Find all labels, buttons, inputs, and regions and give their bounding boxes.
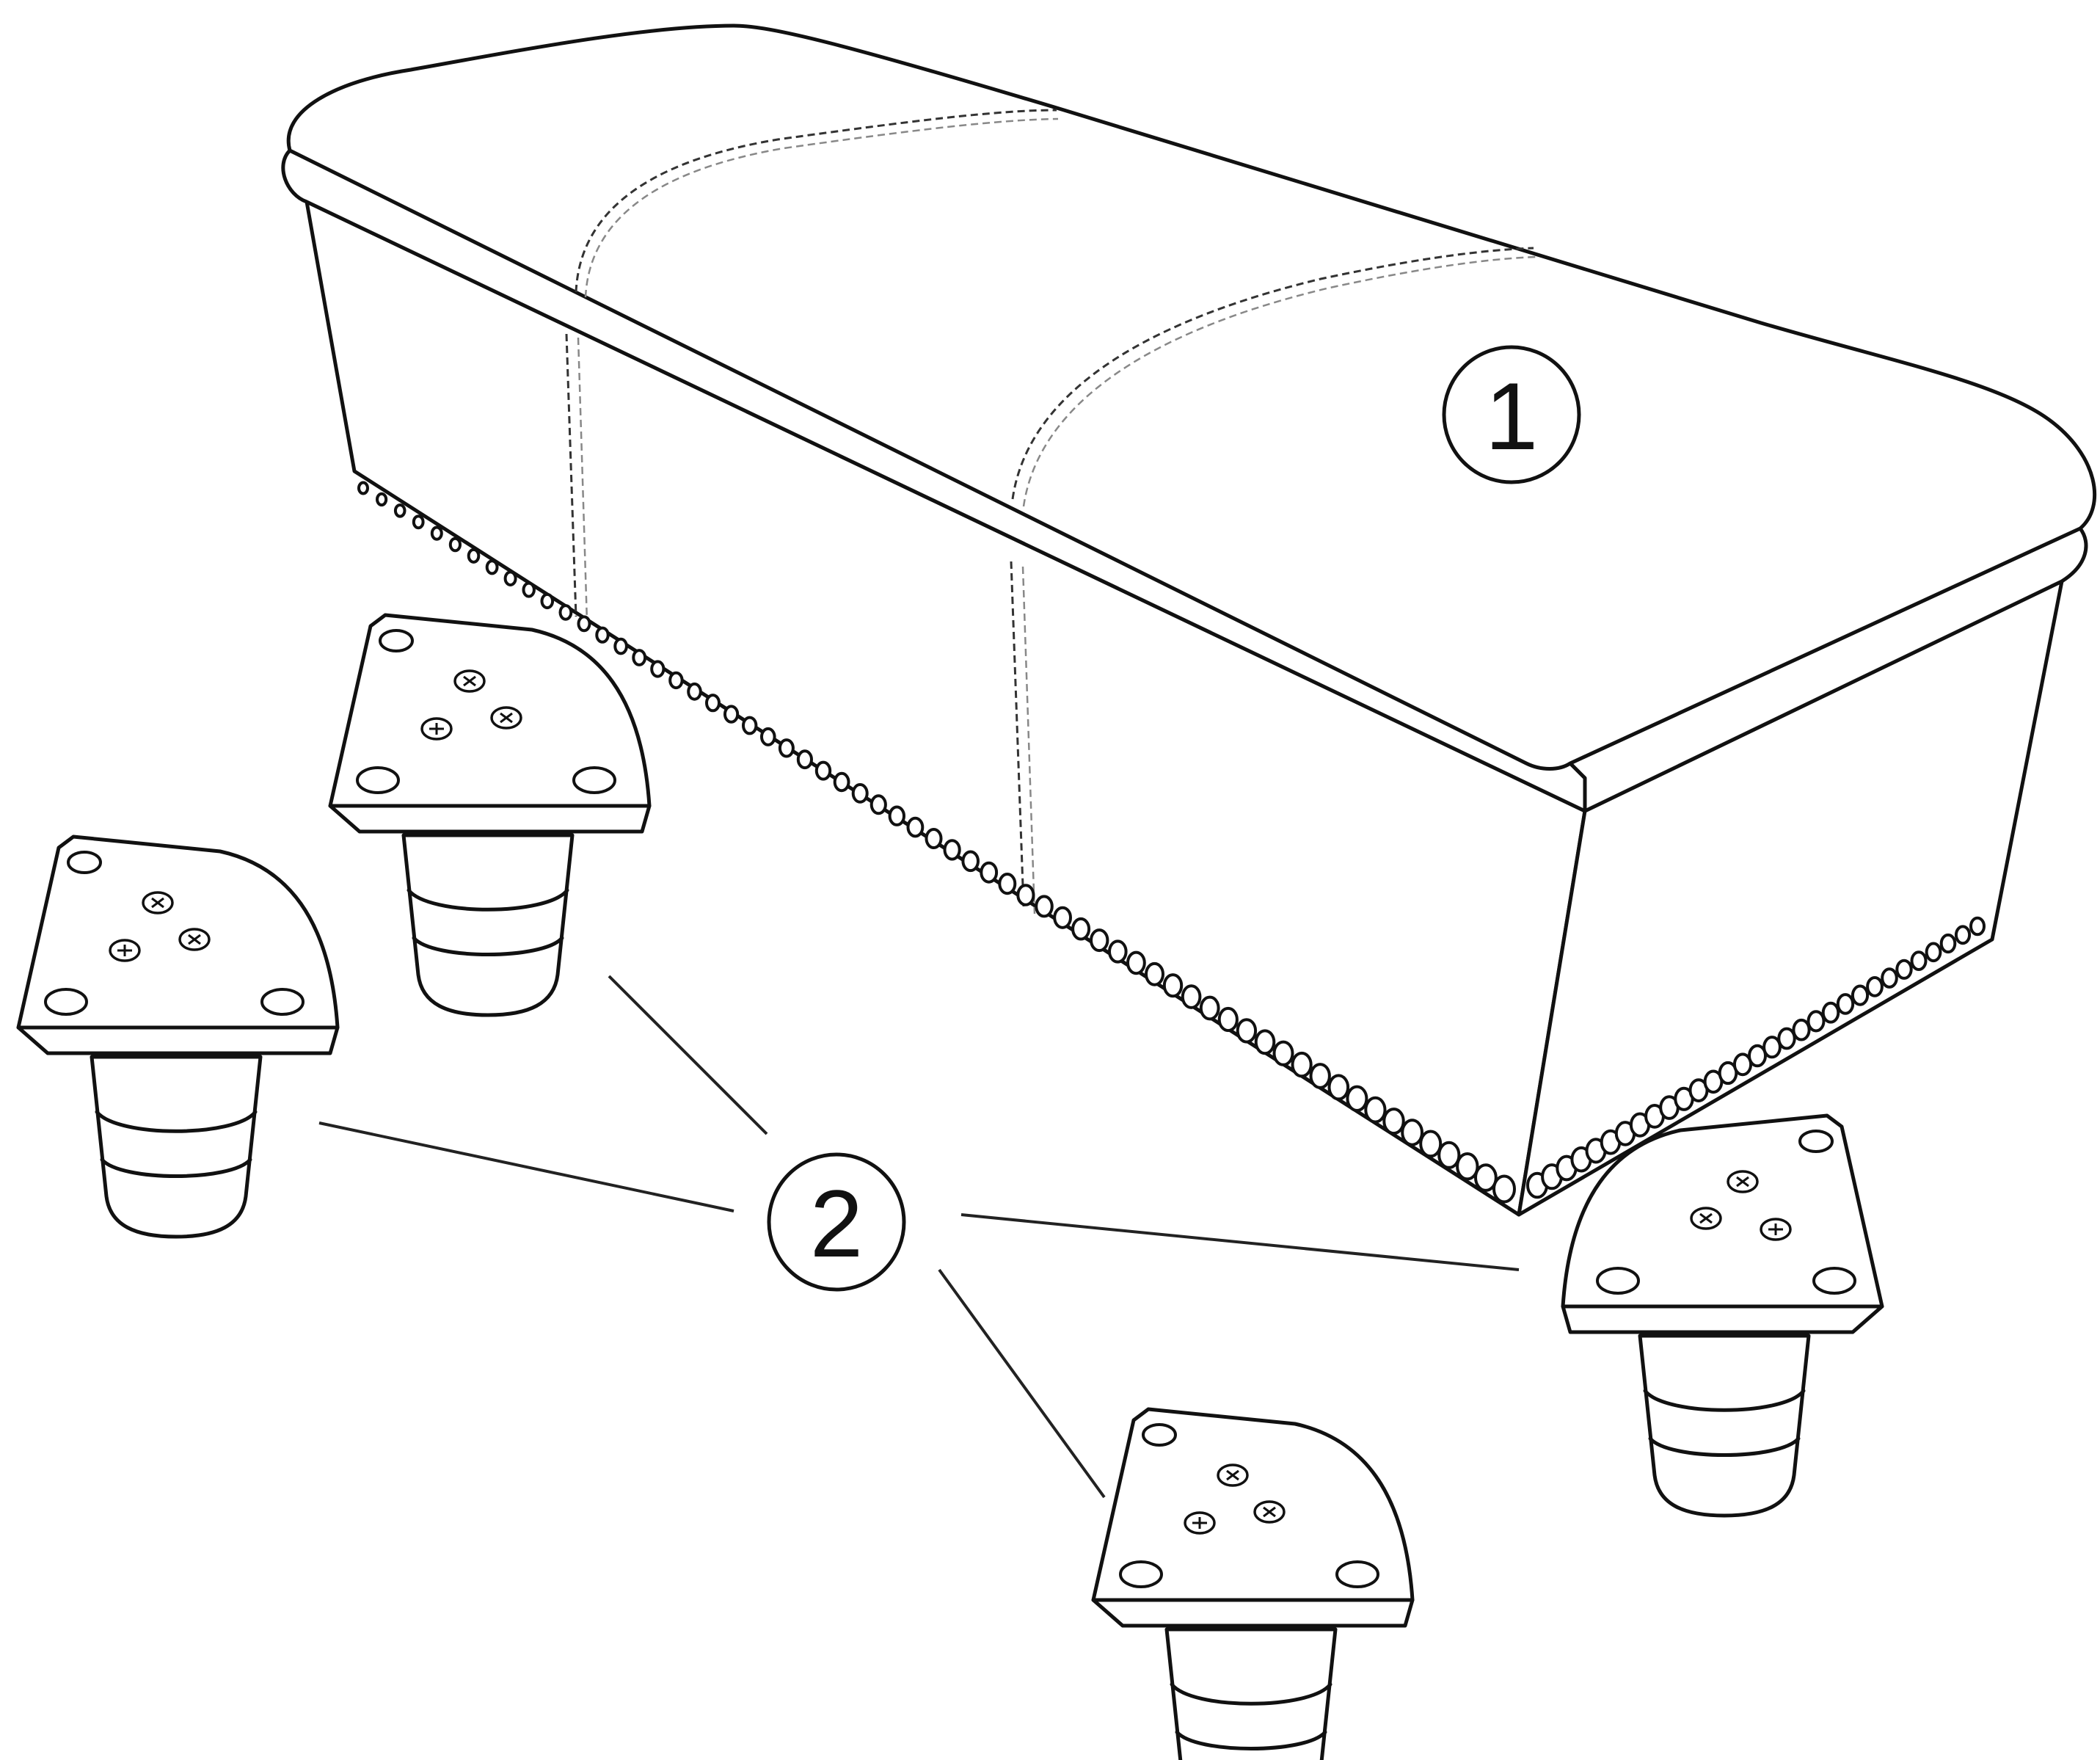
nailhead-stud: [1809, 1011, 1824, 1030]
nailhead-stud: [1384, 1109, 1403, 1133]
nailhead-stud: [1421, 1132, 1440, 1157]
nailhead-stud: [688, 684, 701, 699]
nailhead-stud: [1779, 1029, 1794, 1049]
nailhead-stud: [1330, 1075, 1349, 1099]
nailhead-stud: [1793, 1020, 1809, 1040]
nailhead-stud: [1927, 944, 1941, 961]
nailhead-stud: [1311, 1064, 1330, 1088]
nailhead-stud: [908, 818, 923, 837]
nailhead-stud: [1238, 1019, 1255, 1041]
nailhead-stud: [1897, 961, 1911, 978]
nailhead-stud: [927, 829, 941, 848]
nailhead-stud: [524, 583, 534, 597]
nailhead-stud: [1347, 1087, 1366, 1110]
nailhead-stud: [1091, 930, 1107, 950]
nailhead-stud: [414, 516, 423, 528]
nailhead-stud: [1838, 994, 1853, 1014]
leader-line-right: [961, 1215, 1519, 1270]
nailhead-stud: [469, 550, 479, 562]
nailhead-stud: [1956, 926, 1969, 943]
nailhead-stud: [1366, 1098, 1385, 1122]
nailhead-stud: [798, 751, 812, 768]
nailhead-stud: [1942, 935, 1955, 952]
nailhead-stud: [652, 661, 663, 676]
nailhead-stud: [707, 695, 719, 710]
nailhead-stud: [487, 561, 497, 573]
nailhead-stud: [1073, 919, 1089, 939]
nailhead-stud: [1128, 953, 1145, 974]
nailhead-stud: [1018, 885, 1033, 905]
nailhead-stud: [597, 628, 608, 642]
nailhead-stud: [633, 650, 645, 665]
nailhead-stud: [506, 572, 516, 585]
nailhead-stud: [743, 718, 756, 734]
nailhead-stud: [1853, 986, 1867, 1005]
leg-upper-left: [330, 615, 649, 1015]
nailhead-stud: [835, 774, 849, 790]
nailhead-stud: [1912, 952, 1926, 970]
nailhead-stud: [780, 740, 793, 756]
nailhead-stud: [1036, 896, 1052, 916]
leader-line-left: [319, 1123, 734, 1211]
nailhead-stud: [359, 483, 368, 494]
nailhead-stud: [945, 840, 960, 859]
bench-seat: 1: [283, 26, 2095, 1215]
nailhead-stud: [1164, 975, 1181, 996]
leg-bottom: [1093, 1409, 1412, 1760]
leader-line-bottom: [939, 1270, 1104, 1497]
callout-1: 1: [1444, 347, 1579, 482]
callout-2-label: 2: [810, 1170, 863, 1277]
nailhead-stud: [561, 606, 572, 619]
leader-line-upper-left: [609, 976, 767, 1134]
nailhead-stud: [1971, 918, 1984, 935]
nailhead-stud: [762, 729, 775, 745]
nailhead-stud: [579, 617, 590, 630]
nailhead-stud: [1293, 1053, 1311, 1076]
nailhead-stud: [963, 852, 978, 871]
nailhead-stud: [1494, 1177, 1514, 1202]
nailhead-stud: [377, 494, 386, 505]
nailhead-stud: [1146, 964, 1163, 985]
leg-left: [18, 837, 338, 1237]
nailhead-stud: [981, 863, 996, 882]
nailhead-stud: [1201, 997, 1219, 1019]
nailhead-stud: [1256, 1030, 1275, 1053]
nailhead-stud: [725, 706, 737, 721]
nailhead-stud: [999, 874, 1015, 893]
nailhead-stud: [1402, 1120, 1422, 1144]
nailhead-stud: [1109, 941, 1126, 961]
nailhead-stud: [615, 639, 627, 654]
nailhead-stud: [1219, 1008, 1237, 1030]
nailhead-stud: [432, 528, 442, 539]
nailhead-stud: [1882, 969, 1897, 987]
nailhead-stud: [670, 673, 682, 688]
nailhead-stud: [1439, 1143, 1459, 1168]
nailhead-stud: [542, 594, 553, 608]
nailhead-stud: [451, 539, 460, 551]
nailhead-stud: [395, 505, 405, 517]
callout-1-label: 1: [1485, 363, 1538, 470]
nailhead-stud: [890, 807, 904, 825]
nailhead-stud: [1183, 986, 1200, 1008]
leg-right: [1563, 1116, 1882, 1516]
nailhead-stud: [853, 785, 867, 802]
nailhead-stud: [1275, 1042, 1293, 1065]
nailhead-stud: [872, 796, 886, 813]
nailhead-stud: [1867, 978, 1882, 996]
nailhead-stud: [817, 763, 830, 779]
nailhead-stud: [1823, 1003, 1839, 1022]
nailhead-stud: [1054, 908, 1071, 928]
